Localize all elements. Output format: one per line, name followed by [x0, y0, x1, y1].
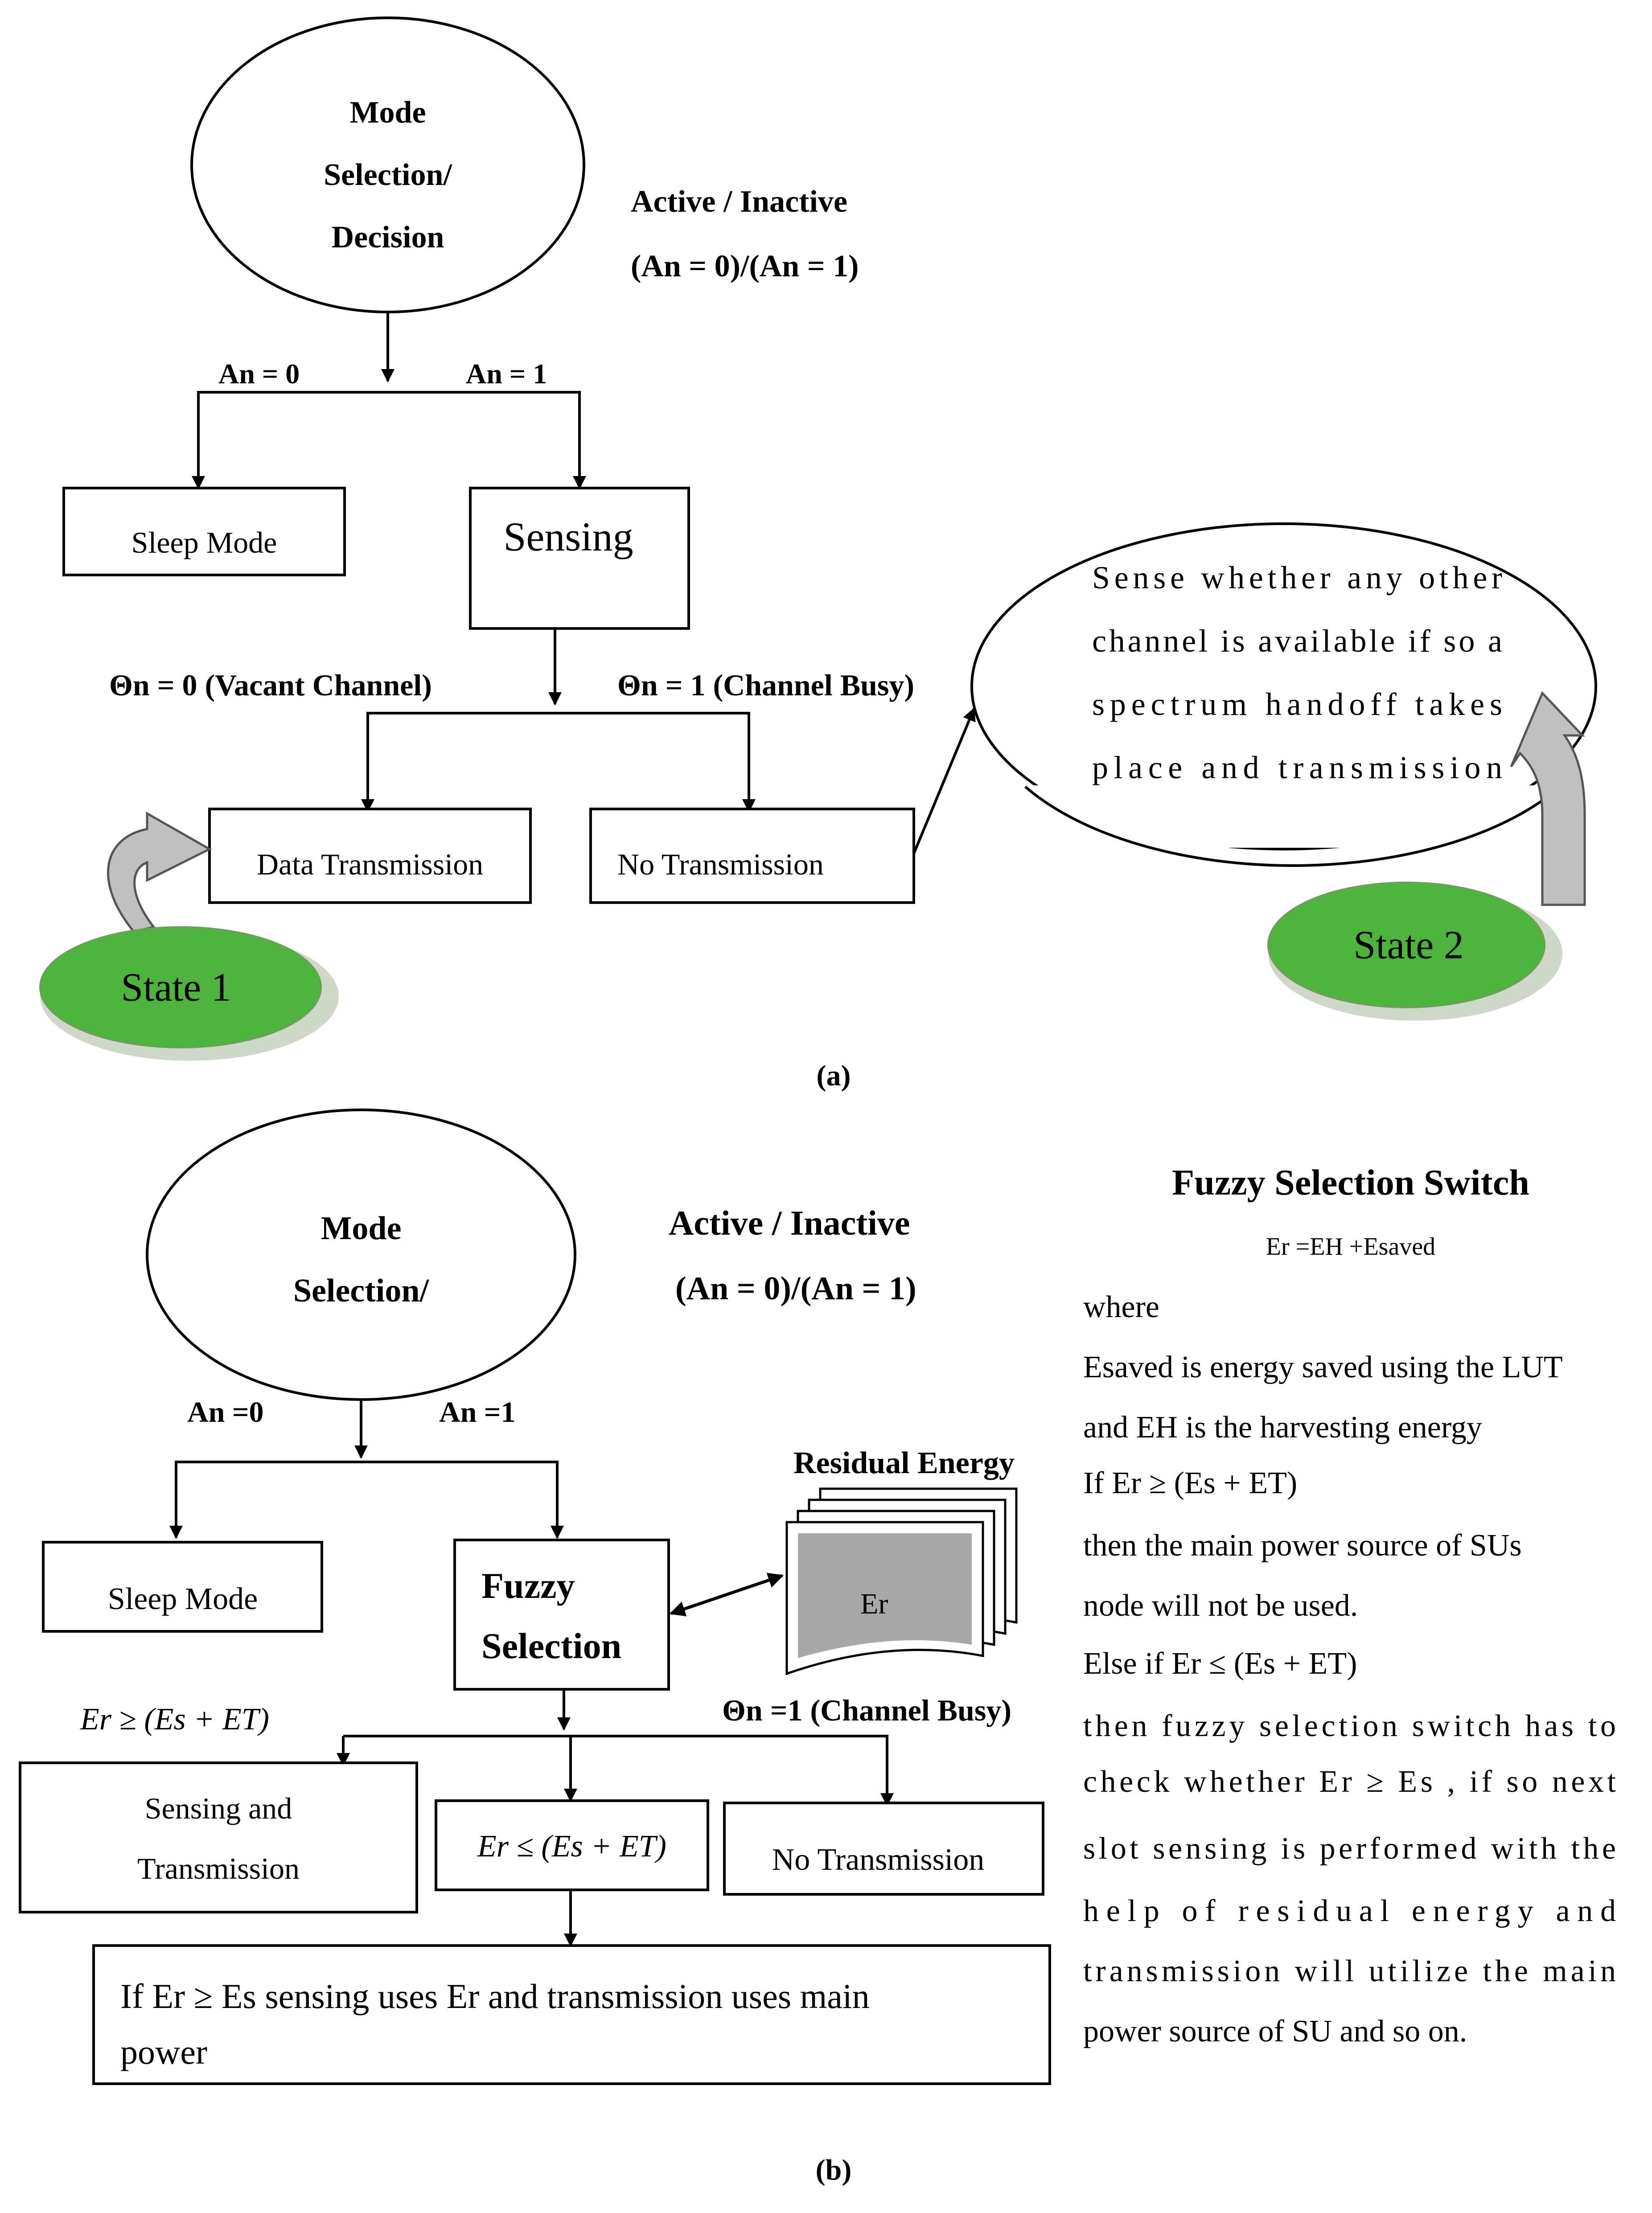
cond-le-box: [435, 1799, 709, 1891]
mode-node-b-line-2: Selection/: [293, 1273, 430, 1309]
side-line-9: check whether Er ≥ Es , if so next: [1083, 1765, 1616, 1799]
er-doc-label: Er: [860, 1588, 888, 1620]
state2-node: [1267, 882, 1545, 1008]
state1-curved-arrow: [107, 811, 212, 933]
bottom-rule-box: [92, 1944, 1051, 2085]
caption-a: (a): [817, 1059, 851, 1092]
sleep-mode-box-b: [42, 1541, 323, 1633]
bidirectional-arrow: [669, 1573, 784, 1617]
handoff-line-3: spectrum handoff takes: [1092, 686, 1502, 722]
state2-label: State 2: [1353, 923, 1463, 967]
state1-node: [39, 926, 322, 1048]
side-line-5: then the main power source of SUs: [1083, 1528, 1522, 1563]
side-line-1: where: [1083, 1290, 1159, 1324]
sensing-transmission-line-2: Transmission: [137, 1852, 300, 1885]
no-transmission-label: No Transmission: [617, 847, 824, 881]
an-condition-label: (An = 0)/(An = 1): [631, 249, 859, 283]
fuzzy-selection-box: [453, 1539, 670, 1691]
state1-label: State 1: [121, 965, 231, 1010]
side-title: Fuzzy Selection Switch: [1172, 1162, 1529, 1203]
panel-b: Mode Selection/ Active / Inactive (An = …: [19, 1109, 1051, 2186]
side-text: Fuzzy Selection Switch Er =EH +Esaved wh…: [1083, 1162, 1616, 2049]
caption-b: (b): [816, 2154, 852, 2186]
side-line-3: and EH is the harvesting energy: [1083, 1410, 1482, 1445]
theta0-label: Θn = 0 (Vacant Channel): [109, 668, 432, 702]
data-transmission-box: [208, 808, 532, 904]
no-transmission-box: [589, 808, 915, 904]
arrow: [912, 707, 976, 854]
side-line-4: If Er ≥ (Es + ET): [1083, 1466, 1297, 1500]
sensing-box: [469, 487, 690, 630]
residual-energy-document-icon: [785, 1487, 1018, 1675]
branch-connector: [197, 391, 581, 488]
no-transmission-box-b: [723, 1802, 1044, 1896]
residual-energy-label: Residual Energy: [793, 1446, 1015, 1480]
mode-selection-node-b: [146, 1109, 576, 1401]
side-line-7: Else if Er ≤ (Es + ET): [1083, 1646, 1357, 1681]
panel-a: Mode Selection/ Decision Active / Inacti…: [39, 16, 1597, 1092]
handoff-line-2: channel is available if so a: [1092, 623, 1502, 659]
side-line-10: slot sensing is performed with the: [1083, 1831, 1616, 1866]
branch-connector: [366, 712, 750, 811]
fuzzy-selection-line-2: Selection: [481, 1626, 621, 1666]
data-transmission-label: Data Transmission: [257, 847, 483, 881]
theta1-label-b: Θn =1 (Channel Busy): [722, 1693, 1011, 1727]
bubble-text-clip: [1025, 785, 1560, 848]
sensing-transmission-box: [19, 1761, 418, 1913]
an0-label: An = 0: [218, 358, 300, 390]
branch-connector: [343, 1735, 888, 1805]
mode-node-b-line-1: Mode: [321, 1210, 402, 1247]
an0-label-b: An =0: [187, 1396, 263, 1429]
an-condition-label-b: (An = 0)/(An = 1): [675, 1270, 916, 1307]
an1-label-b: An =1: [439, 1396, 515, 1429]
handoff-line-4: place and transmission: [1092, 750, 1502, 785]
no-transmission-label-b: No Transmission: [772, 1843, 985, 1877]
mode-node-line-2: Selection/: [324, 158, 452, 192]
sensing-transmission-line-1: Sensing and: [145, 1791, 292, 1825]
side-line-11: help of residual energy and: [1083, 1894, 1616, 1928]
active-inactive-label: Active / Inactive: [631, 185, 847, 219]
handoff-bubble: [970, 522, 1597, 850]
side-line-6: node will not be used.: [1083, 1589, 1358, 1623]
side-line-12: transmission will utilize the main: [1083, 1954, 1616, 1988]
mode-node-line-3: Decision: [332, 220, 444, 255]
branch-connector: [175, 1461, 559, 1538]
side-line-13: power source of SU and so on.: [1083, 2014, 1467, 2049]
side-line-2: Esaved is energy saved using the LUT: [1083, 1350, 1563, 1384]
fuzzy-selection-line-1: Fuzzy: [481, 1565, 575, 1606]
cond-le-box-label: Er ≤ (Es + ET): [477, 1829, 666, 1864]
side-equation: Er =EH +Esaved: [1266, 1233, 1435, 1260]
sleep-mode-label-b: Sleep Mode: [108, 1582, 258, 1616]
sensing-label: Sensing: [503, 514, 633, 559]
state2-curved-arrow: [1510, 691, 1586, 906]
an1-label: An = 1: [466, 358, 547, 390]
sleep-mode-box: [62, 487, 346, 576]
mode-node-line-1: Mode: [349, 95, 426, 130]
bottom-rule-line-2: power: [120, 2032, 207, 2071]
cond-ge-label: Er ≥ (Es + ET): [80, 1702, 269, 1737]
active-inactive-label-b: Active / Inactive: [669, 1203, 910, 1242]
side-line-8: then fuzzy selection switch has to: [1083, 1709, 1616, 1743]
sleep-mode-label: Sleep Mode: [132, 526, 277, 559]
bubble-lower-edge: [1024, 785, 1561, 867]
theta1-label: Θn = 1 (Channel Busy): [617, 668, 914, 702]
bottom-rule-line-1: If Er ≥ Es sensing uses Er and transmiss…: [120, 1977, 870, 2016]
